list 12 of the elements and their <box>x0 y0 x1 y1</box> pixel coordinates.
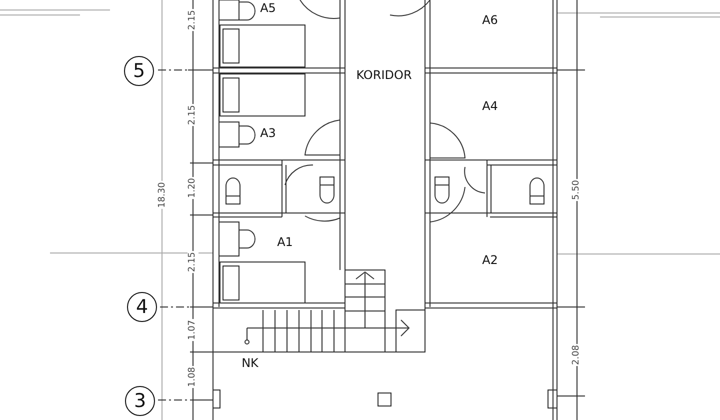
room-label: A3 <box>260 127 276 139</box>
room-label: A6 <box>482 14 498 26</box>
room-label: A1 <box>277 236 293 248</box>
dimension-label: 2.15 <box>188 250 198 274</box>
room-label: A2 <box>482 254 498 266</box>
room-label: NK <box>242 357 258 369</box>
grid-axis-label: 3 <box>125 386 155 416</box>
room-label: A4 <box>482 100 498 112</box>
room-label: A5 <box>260 2 276 14</box>
grid-axis-label: 4 <box>127 292 157 322</box>
grid-axis-label: 5 <box>124 56 154 86</box>
room-label: KORIDOR <box>356 69 412 81</box>
